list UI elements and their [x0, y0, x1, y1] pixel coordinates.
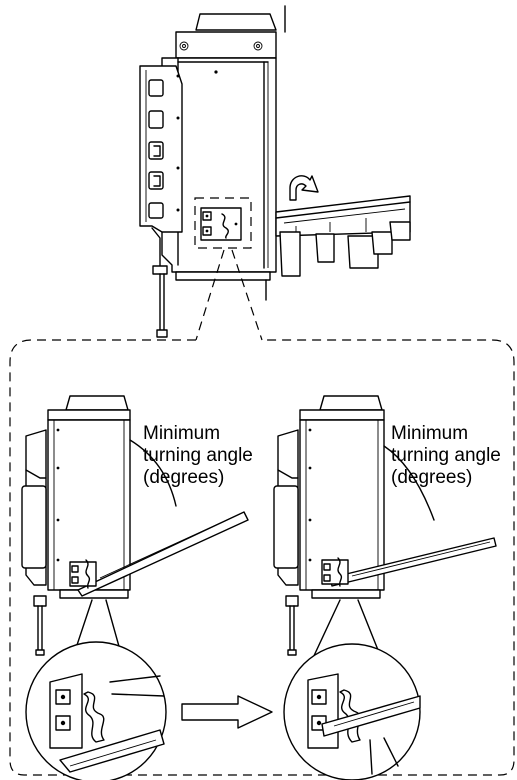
callout-border	[9, 339, 515, 776]
right-angle-label-line-1: Minimum	[391, 423, 469, 444]
left-angle-label: Minimum turning angle (degrees)	[143, 423, 253, 489]
right-angle-label: Minimum turning angle (degrees)	[391, 423, 501, 489]
hollow-right-arrow-icon	[181, 695, 273, 729]
left-angle-label-line-2: turning angle	[143, 445, 253, 466]
left-detail-magnifier	[25, 641, 167, 780]
top-unit-drawing	[139, 5, 411, 341]
left-angle-label-line-3: (degrees)	[143, 467, 225, 488]
curved-rotation-arrow-icon	[289, 175, 319, 201]
right-detail-magnifier	[283, 643, 421, 780]
left-view-drawing	[21, 395, 249, 673]
left-angle-label-line-1: Minimum	[143, 423, 221, 444]
right-angle-label-line-3: (degrees)	[391, 467, 473, 488]
right-angle-label-line-2: turning angle	[391, 445, 501, 466]
right-view-drawing	[273, 395, 497, 661]
